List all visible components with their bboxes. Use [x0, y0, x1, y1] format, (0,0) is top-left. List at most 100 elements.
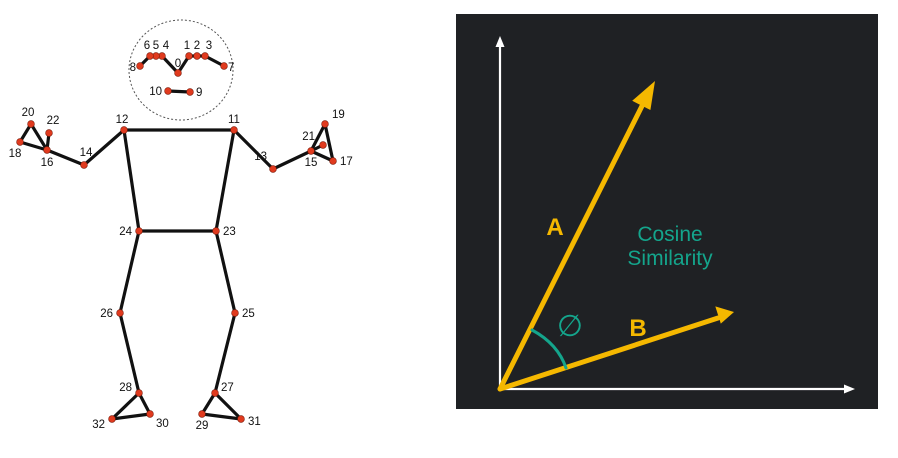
bone-23-25	[214, 229, 237, 315]
keypoint-label-9: 9	[196, 87, 202, 99]
bone-24-26	[118, 229, 141, 315]
keypoint-17	[329, 157, 337, 165]
bone-12-24	[122, 128, 141, 233]
keypoint-label-13: 13	[254, 151, 267, 163]
keypoint-label-0: 0	[175, 58, 181, 70]
keypoint-label-7: 7	[228, 62, 234, 74]
keypoint-label-14: 14	[80, 147, 93, 159]
keypoint-6	[146, 52, 154, 60]
keypoint-label-22: 22	[47, 115, 60, 127]
keypoint-31	[237, 415, 245, 423]
keypoint-9	[186, 88, 194, 96]
keypoint-label-4: 4	[163, 40, 170, 52]
keypoint-label-17: 17	[340, 156, 353, 168]
keypoint-1	[185, 52, 193, 60]
head-region-outline	[128, 19, 234, 121]
keypoint-15	[307, 147, 315, 155]
keypoint-label-25: 25	[242, 308, 255, 320]
bone-32-30	[110, 412, 152, 421]
keypoint-label-28: 28	[119, 382, 132, 394]
skeleton-bones	[18, 54, 335, 421]
bone-29-31	[200, 412, 243, 421]
keypoint-label-23: 23	[223, 226, 236, 238]
vector-b-arrowhead	[715, 306, 734, 324]
bone-19-15	[309, 122, 327, 153]
keypoint-label-32: 32	[92, 419, 105, 431]
keypoint-12	[120, 126, 128, 134]
bone-11-13	[232, 128, 275, 171]
bone-31-27	[213, 391, 243, 421]
keypoint-label-24: 24	[119, 226, 132, 238]
angle-symbol: ∅	[557, 310, 583, 343]
keypoint-18	[16, 138, 24, 146]
keypoint-label-15: 15	[305, 157, 318, 169]
bone-16-18	[18, 140, 49, 152]
bone-4-0	[160, 54, 180, 75]
bone-17-19	[323, 122, 335, 163]
keypoint-label-12: 12	[116, 114, 129, 126]
keypoint-label-19: 19	[332, 109, 345, 121]
keypoint-3	[201, 52, 209, 60]
vector-b-label: B	[629, 315, 646, 342]
keypoint-26	[116, 309, 124, 317]
keypoint-label-26: 26	[100, 308, 113, 320]
bone-20-16	[29, 122, 49, 152]
bone-13-15	[271, 149, 313, 171]
keypoint-28	[135, 389, 143, 397]
keypoint-label-21: 21	[302, 131, 315, 143]
keypoint-30	[146, 410, 154, 418]
keypoint-24	[135, 227, 143, 235]
angle-arc	[530, 328, 568, 370]
keypoint-0	[174, 69, 182, 77]
keypoint-label-31: 31	[248, 416, 261, 428]
keypoint-25	[231, 309, 239, 317]
bone-27-29	[200, 391, 217, 416]
keypoint-label-29: 29	[196, 420, 209, 432]
keypoint-10	[164, 87, 172, 95]
bone-25-27	[213, 311, 237, 395]
keypoint-label-3: 3	[206, 40, 212, 52]
keypoint-20	[27, 120, 35, 128]
keypoint-label-8: 8	[130, 62, 136, 74]
title-line-1: Cosine	[637, 223, 702, 246]
keypoint-22	[45, 129, 53, 137]
keypoint-11	[230, 126, 238, 134]
bone-14-16	[45, 148, 86, 167]
vector-b	[497, 315, 721, 392]
keypoint-8	[136, 62, 144, 70]
x-axis-arrowhead	[844, 384, 855, 394]
keypoint-label-5: 5	[153, 40, 159, 52]
vector-a-label: A	[546, 214, 563, 241]
keypoint-label-2: 2	[194, 40, 200, 52]
keypoint-label-18: 18	[9, 148, 22, 160]
keypoint-label-16: 16	[41, 157, 54, 169]
bone-12-14	[82, 128, 126, 167]
keypoint-label-6: 6	[144, 40, 150, 52]
keypoint-2	[193, 52, 201, 60]
keypoint-19	[321, 120, 329, 128]
bone-11-23	[214, 128, 236, 233]
bone-15-17	[309, 149, 335, 163]
keypoint-label-1: 1	[184, 40, 190, 52]
title-line-2: Similarity	[627, 247, 713, 270]
keypoint-label-11: 11	[228, 114, 240, 126]
vector-a	[497, 95, 649, 392]
bone-30-28	[137, 391, 152, 416]
keypoint-label-10: 10	[149, 86, 162, 98]
bone-28-32	[110, 391, 141, 421]
keypoint-7	[220, 62, 228, 70]
keypoint-label-20: 20	[22, 107, 35, 119]
keypoint-21	[319, 141, 327, 149]
skeleton-keypoints	[16, 52, 337, 423]
keypoint-13	[269, 165, 277, 173]
y-axis-arrowhead	[495, 36, 505, 47]
keypoint-14	[80, 161, 88, 169]
keypoint-29	[198, 410, 206, 418]
keypoint-27	[211, 389, 219, 397]
keypoint-23	[212, 227, 220, 235]
bone-26-28	[118, 311, 141, 395]
keypoint-label-30: 30	[156, 418, 169, 430]
